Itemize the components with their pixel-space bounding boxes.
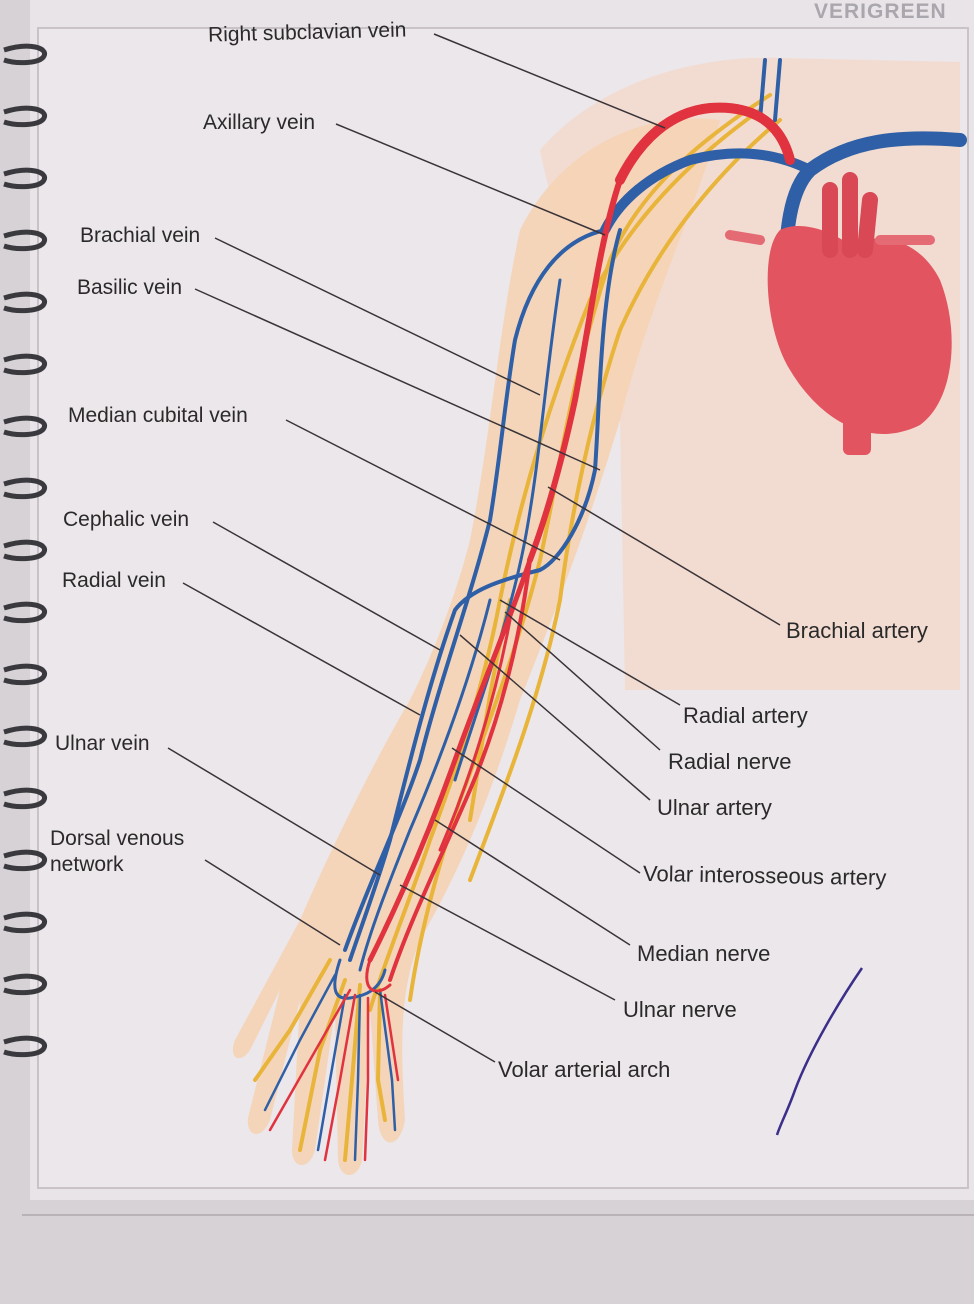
label-radial-vein: Radial vein — [62, 568, 166, 594]
label-ulnar-artery: Ulnar artery — [657, 794, 772, 822]
label-ulnar-vein: Ulnar vein — [55, 731, 150, 757]
brand-header: VERIGREEN — [814, 0, 947, 24]
label-axillary-vein: Axillary vein — [203, 110, 315, 136]
label-right-subclavian-vein: Right subclavian vein — [208, 17, 407, 48]
label-median-cubital-vein: Median cubital vein — [68, 403, 248, 429]
label-basilic-vein: Basilic vein — [77, 275, 182, 301]
label-radial-nerve: Radial nerve — [668, 748, 792, 776]
label-volar-arterial-arch: Volar arterial arch — [498, 1056, 670, 1084]
label-radial-artery: Radial artery — [683, 702, 808, 730]
label-median-nerve: Median nerve — [637, 940, 770, 968]
label-volar-interosseous-artery: Volar interosseous artery — [643, 860, 887, 892]
label-ulnar-nerve: Ulnar nerve — [623, 996, 737, 1024]
label-cephalic-vein: Cephalic vein — [63, 507, 189, 533]
label-brachial-artery: Brachial artery — [786, 617, 928, 645]
label-dorsal-venous-network: Dorsal venous network — [50, 826, 184, 879]
label-brachial-vein: Brachial vein — [80, 223, 200, 249]
